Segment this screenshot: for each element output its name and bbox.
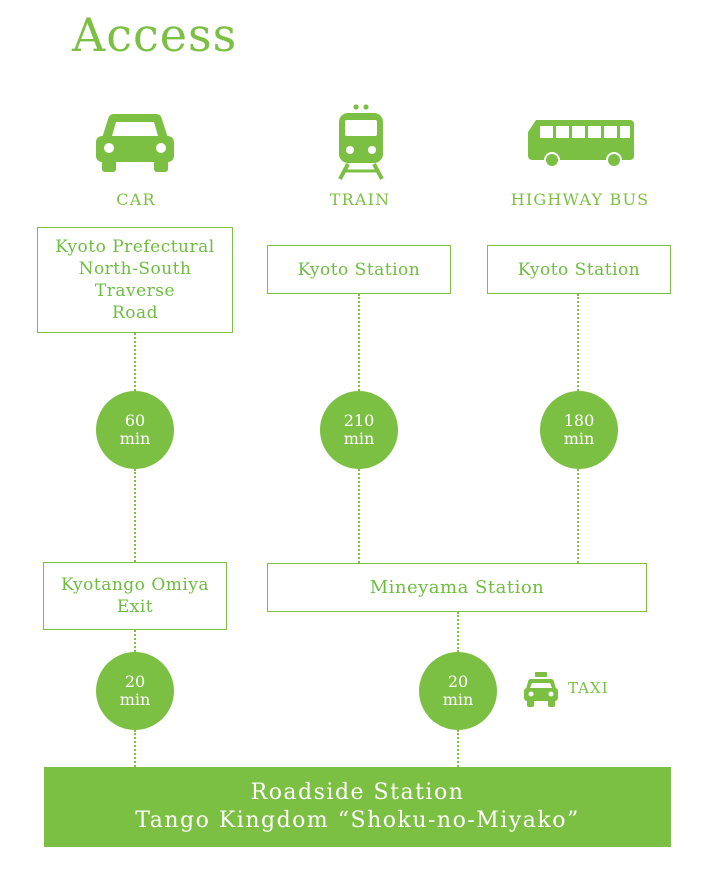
train-start-box: Kyoto Station: [267, 245, 451, 294]
mineyama-connector-1: [457, 612, 459, 652]
train-time-circle: 210 min: [320, 391, 398, 469]
bus-connector-2: [577, 469, 579, 563]
train-icon: [336, 104, 386, 180]
car-time-2-value: 20: [124, 672, 146, 691]
bus-time-circle: 180 min: [540, 391, 618, 469]
mineyama-station-box: Mineyama Station: [267, 563, 647, 612]
taxi-label: TAXI: [568, 679, 609, 697]
car-connector-3: [134, 630, 136, 652]
taxi-time-unit: min: [442, 690, 474, 709]
train-time-unit: min: [343, 429, 375, 448]
car-exit-label: Kyotango Omiya Exit: [60, 575, 210, 617]
bus-icon: [528, 118, 636, 168]
car-time-1-value: 60: [124, 411, 146, 430]
bus-time-value: 180: [563, 411, 595, 430]
train-connector-2: [358, 469, 360, 563]
car-icon: [94, 108, 176, 174]
car-start-label: Kyoto Prefectural North-South Traverse R…: [55, 237, 215, 323]
mineyama-connector-2: [457, 730, 459, 767]
car-connector-1: [134, 333, 136, 391]
car-time-circle-2: 20 min: [96, 652, 174, 730]
mode-label-car: CAR: [116, 190, 156, 209]
car-time-2-unit: min: [119, 690, 151, 709]
taxi-time-circle: 20 min: [419, 652, 497, 730]
destination-line-1: Roadside Station: [250, 780, 465, 805]
car-time-1-unit: min: [119, 429, 151, 448]
mode-label-highway-bus: HIGHWAY BUS: [510, 190, 650, 209]
car-connector-4: [134, 730, 136, 767]
bus-time-unit: min: [563, 429, 595, 448]
destination-line-2: Tango Kingdom “Shoku-no-Miyako”: [135, 808, 580, 833]
bus-connector-1: [577, 294, 579, 391]
taxi-time-value: 20: [447, 672, 469, 691]
car-connector-2: [134, 469, 136, 562]
taxi-icon: [523, 672, 559, 708]
train-start-label: Kyoto Station: [297, 259, 421, 280]
page-title: Access: [72, 8, 238, 62]
bus-start-box: Kyoto Station: [487, 245, 671, 294]
train-connector-1: [358, 294, 360, 391]
car-time-circle-1: 60 min: [96, 391, 174, 469]
car-start-box: Kyoto Prefectural North-South Traverse R…: [37, 227, 233, 333]
mode-label-train: TRAIN: [329, 190, 391, 209]
destination-banner: Roadside Station Tango Kingdom “Shoku-no…: [44, 767, 671, 847]
mineyama-station-label: Mineyama Station: [369, 576, 545, 598]
car-exit-box: Kyotango Omiya Exit: [43, 562, 227, 630]
train-time-value: 210: [343, 411, 375, 430]
bus-start-label: Kyoto Station: [517, 259, 641, 280]
